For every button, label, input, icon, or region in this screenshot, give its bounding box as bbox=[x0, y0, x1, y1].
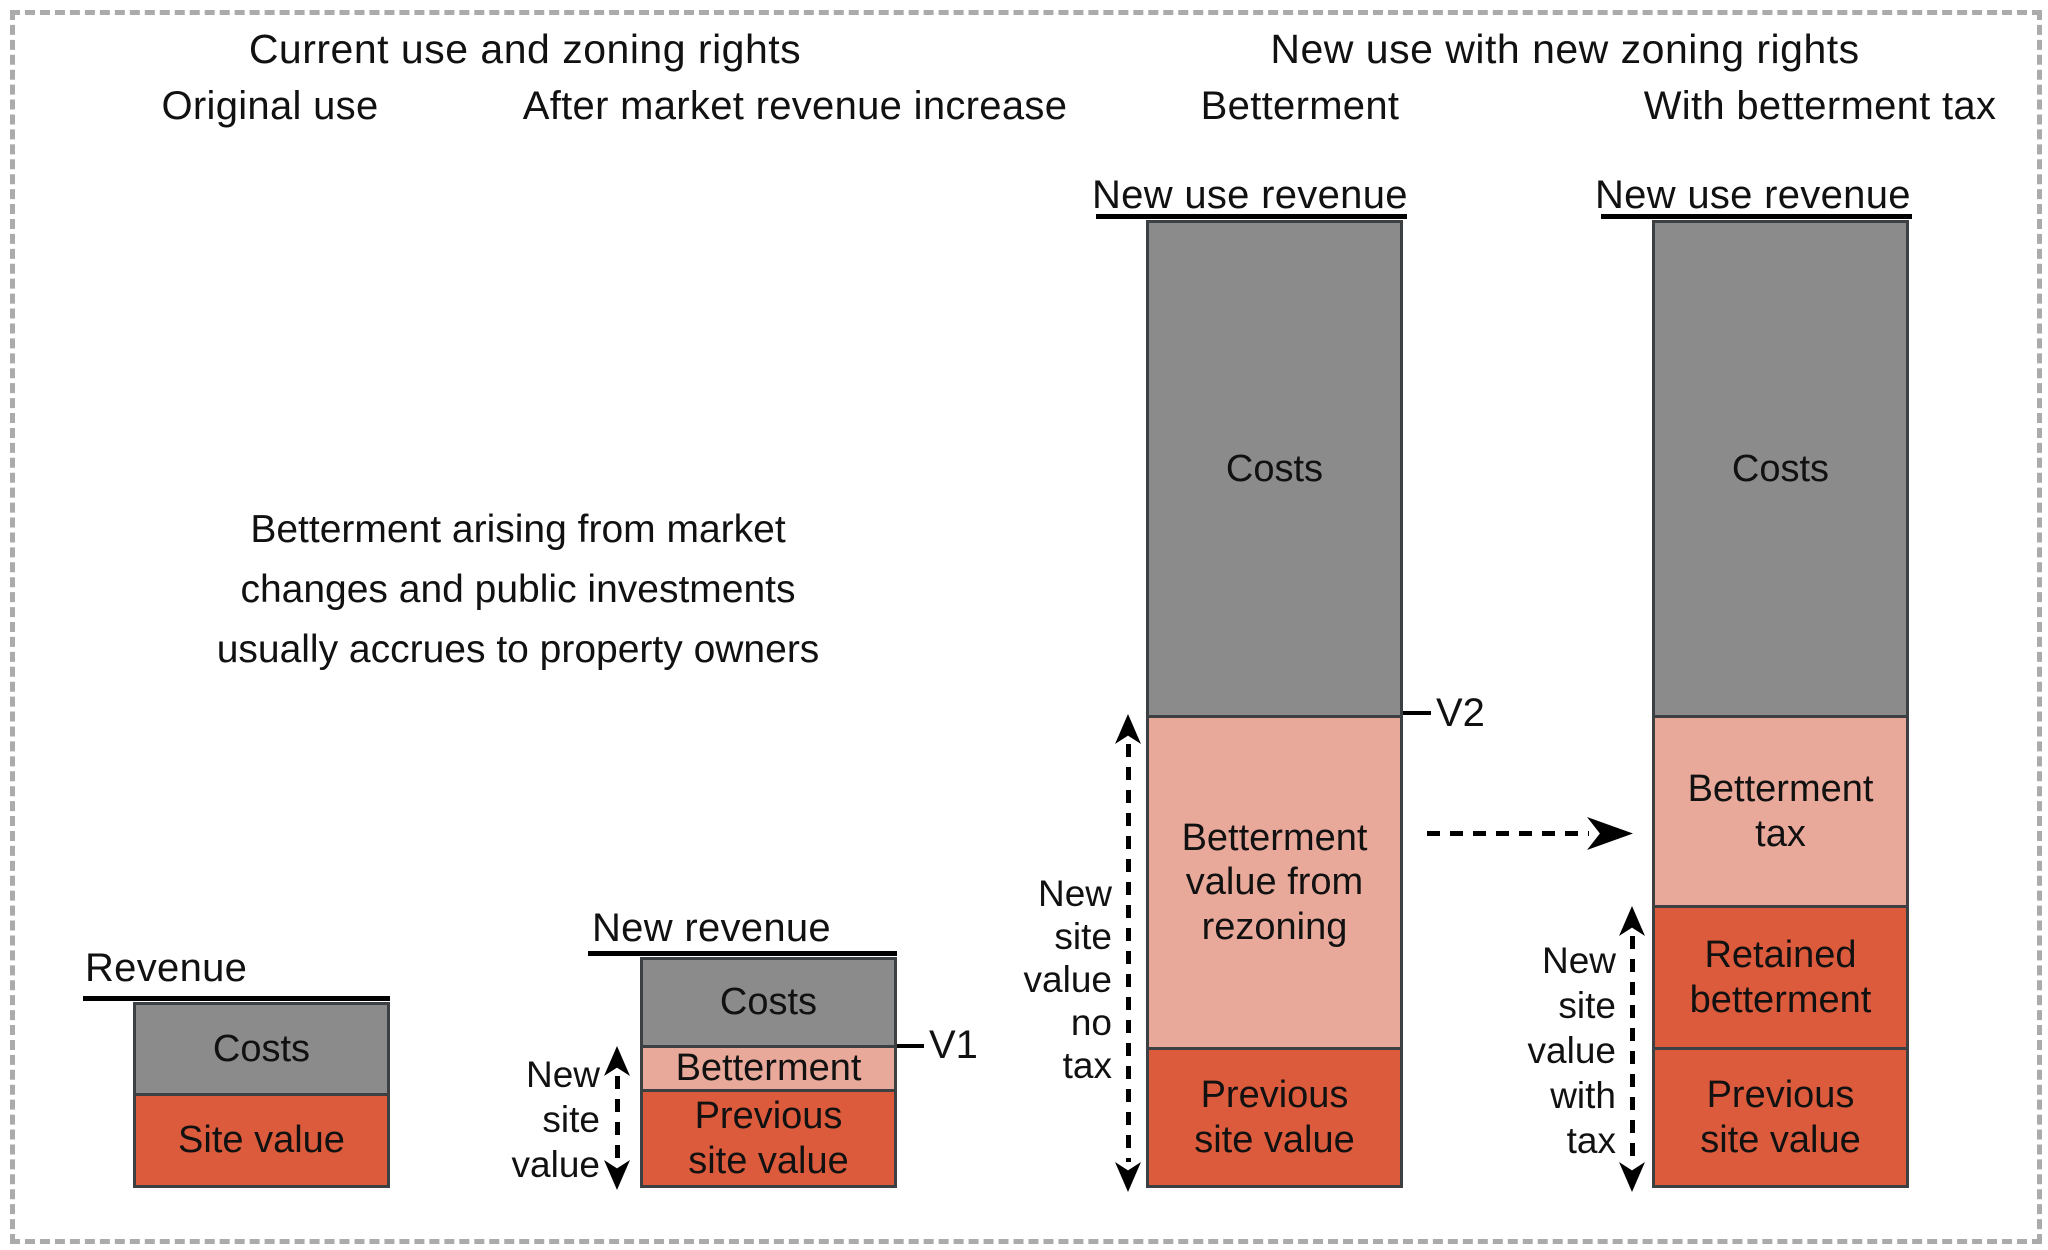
dashed-shaft bbox=[614, 1076, 620, 1160]
new-site-value-with-tax-arrow bbox=[1619, 906, 1645, 1192]
segment-label: Previous site value bbox=[1194, 1074, 1355, 1161]
stacked-bar-with-tax: Costs Betterment tax Retained betterment… bbox=[1652, 220, 1909, 1188]
segment-label: Costs bbox=[1731, 447, 1830, 490]
stacked-bar-rezoning: Costs Betterment value from rezoning Pre… bbox=[1146, 220, 1403, 1188]
bar-segment-costs: Costs bbox=[640, 957, 897, 1048]
arrowhead-up-icon bbox=[1619, 906, 1645, 936]
arrowhead-down-icon bbox=[604, 1160, 630, 1190]
v1-marker-label: V1 bbox=[929, 1023, 978, 1067]
v2-marker-label: V2 bbox=[1436, 691, 1485, 735]
revenue-line-original bbox=[83, 996, 390, 1001]
segment-label: Site value bbox=[178, 1119, 345, 1162]
bar-segment-retained-betterment: Retained betterment bbox=[1652, 905, 1909, 1050]
segment-label: Previous site value bbox=[1700, 1074, 1861, 1161]
new-site-value-no-tax-label: New site value no tax bbox=[1023, 873, 1112, 1086]
segment-label: Costs bbox=[212, 1027, 311, 1070]
bar-segment-previous-site-value: Previous site value bbox=[1652, 1047, 1909, 1188]
dashed-border bbox=[10, 10, 2042, 1244]
betterment-transfer-arrow bbox=[1427, 831, 1589, 836]
bar-segment-costs: Costs bbox=[133, 1002, 390, 1096]
revenue-label-original: Revenue bbox=[85, 946, 248, 990]
column-heading-after-market: After market revenue increase bbox=[522, 84, 1068, 128]
segment-label: Betterment tax bbox=[1687, 768, 1874, 855]
bar-segment-site-value: Site value bbox=[133, 1093, 390, 1188]
column-heading-with-betterment-tax: With betterment tax bbox=[1643, 84, 1997, 128]
arrowhead-up-icon bbox=[1115, 714, 1141, 744]
bar-segment-costs: Costs bbox=[1146, 220, 1403, 718]
new-site-value-label: New site value bbox=[511, 1054, 600, 1185]
v1-marker-tick bbox=[897, 1044, 924, 1048]
group-title-current-use: Current use and zoning rights bbox=[248, 26, 802, 72]
bar-segment-costs: Costs bbox=[1652, 220, 1909, 718]
revenue-line-with-tax bbox=[1601, 214, 1912, 219]
bar-segment-betterment-value: Betterment value from rezoning bbox=[1146, 715, 1403, 1050]
segment-label: Previous site value bbox=[688, 1095, 849, 1182]
bar-segment-betterment: Betterment bbox=[640, 1045, 897, 1092]
revenue-line-rezoning bbox=[1096, 214, 1407, 219]
segment-label: Costs bbox=[719, 981, 818, 1024]
revenue-label-after-market: New revenue bbox=[592, 906, 831, 950]
stacked-bar-after-market: Costs Betterment Previous site value bbox=[640, 957, 897, 1188]
arrowhead-down-icon bbox=[1619, 1162, 1645, 1192]
v2-marker-tick bbox=[1403, 711, 1431, 715]
revenue-label-with-tax: New use revenue bbox=[1595, 173, 1911, 217]
segment-label: Betterment bbox=[675, 1047, 862, 1090]
segment-label: Betterment value from rezoning bbox=[1181, 817, 1368, 948]
bar-segment-previous-site-value: Previous site value bbox=[1146, 1047, 1403, 1188]
new-site-value-no-tax-arrow bbox=[1115, 714, 1141, 1192]
arrowhead-down-icon bbox=[1115, 1162, 1141, 1192]
new-site-value-arrow bbox=[604, 1046, 630, 1190]
dashed-shaft bbox=[1125, 744, 1131, 1162]
bar-segment-betterment-tax: Betterment tax bbox=[1652, 715, 1909, 908]
bar-segment-previous-site-value: Previous site value bbox=[640, 1089, 897, 1188]
stacked-bar-original: Costs Site value bbox=[133, 1002, 390, 1188]
segment-label: Costs bbox=[1225, 447, 1324, 490]
note-text: Betterment arising from market changes a… bbox=[216, 508, 820, 671]
segment-label: Retained betterment bbox=[1689, 934, 1872, 1021]
revenue-line-after-market bbox=[588, 951, 897, 956]
new-site-value-with-tax-label: New site value with tax bbox=[1527, 940, 1616, 1161]
column-heading-original-use: Original use bbox=[161, 84, 379, 128]
revenue-label-rezoning: New use revenue bbox=[1092, 173, 1408, 217]
column-heading-betterment: Betterment bbox=[1200, 84, 1400, 128]
group-title-new-use: New use with new zoning rights bbox=[1270, 26, 1860, 72]
arrowhead-up-icon bbox=[604, 1046, 630, 1076]
dashed-shaft bbox=[1629, 936, 1635, 1162]
